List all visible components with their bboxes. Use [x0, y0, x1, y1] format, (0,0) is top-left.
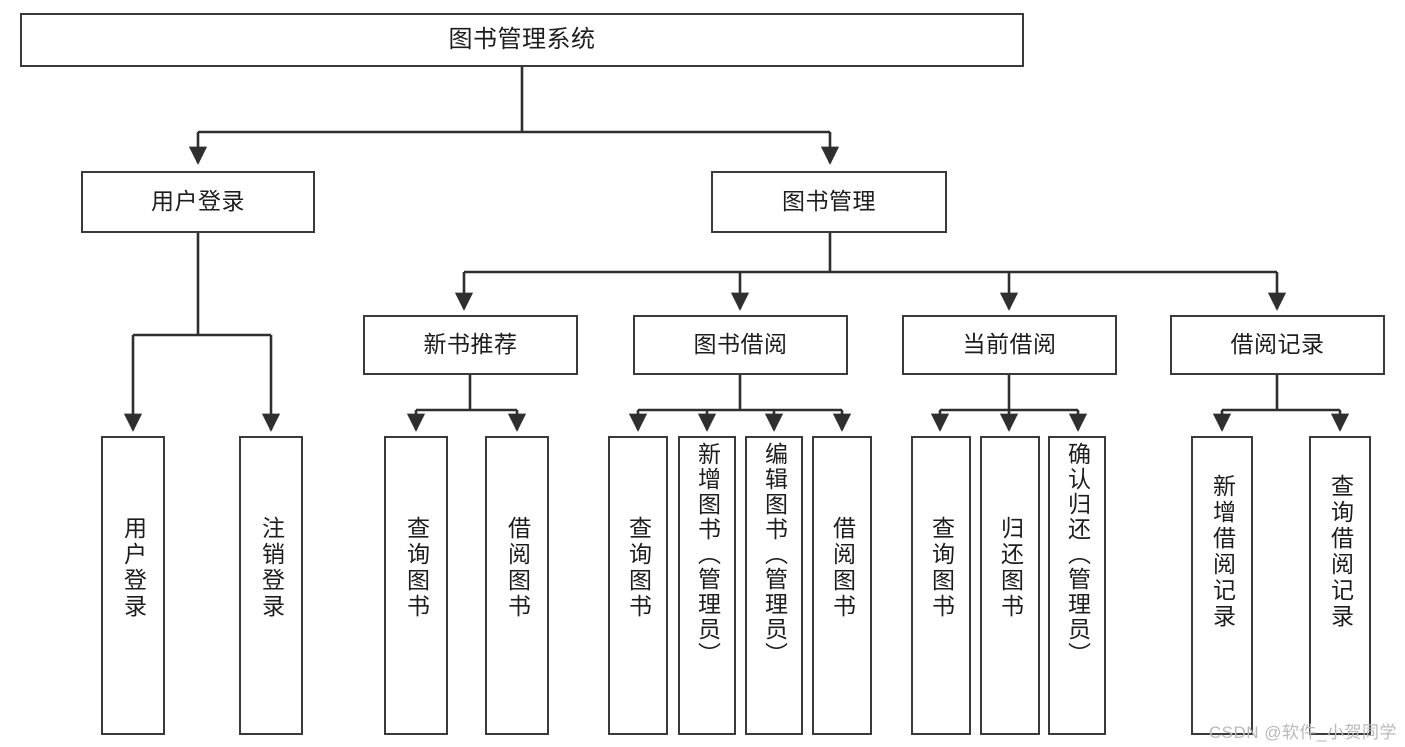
node-label: 图书管理	[782, 188, 876, 215]
node-label: 新书推荐	[423, 331, 518, 358]
node-label: 确认归还（管理员）	[1064, 442, 1091, 667]
leaf-query-book-borrow[interactable]: 查询图书	[608, 436, 668, 735]
node-label: 新增图书（管理员）	[694, 442, 721, 667]
node-label: 查询借阅记录	[1327, 474, 1354, 630]
node-label: 当前借阅	[962, 331, 1057, 358]
node-current-borrow[interactable]: 当前借阅	[902, 315, 1117, 375]
leaf-query-book-new-recommend[interactable]: 查询图书	[384, 436, 448, 735]
node-root-book-management-system[interactable]: 图书管理系统	[20, 13, 1024, 67]
node-label: 归还图书	[997, 516, 1024, 620]
node-label: 注销登录	[258, 516, 285, 620]
node-label: 查询图书	[928, 516, 955, 620]
node-book-management[interactable]: 图书管理	[711, 171, 947, 233]
watermark-text: CSDN @软件_小贺同学	[1208, 723, 1397, 742]
node-label: 新增借阅记录	[1209, 474, 1236, 630]
node-label: 图书借阅	[693, 331, 788, 358]
node-book-borrow[interactable]: 图书借阅	[633, 315, 848, 375]
leaf-borrow-book-borrow[interactable]: 借阅图书	[812, 436, 872, 735]
node-label: 用户登录	[151, 188, 245, 215]
leaf-user-login[interactable]: 用户登录	[101, 436, 165, 735]
node-label: 用户登录	[120, 516, 147, 620]
node-label: 借阅图书	[829, 516, 856, 620]
leaf-confirm-return-admin[interactable]: 确认归还（管理员）	[1048, 436, 1106, 735]
node-new-book-recommend[interactable]: 新书推荐	[363, 315, 578, 375]
node-label: 借阅记录	[1230, 331, 1325, 358]
leaf-query-borrow-record[interactable]: 查询借阅记录	[1309, 436, 1371, 735]
leaf-add-book-admin[interactable]: 新增图书（管理员）	[678, 436, 736, 735]
node-label: 借阅图书	[504, 516, 531, 620]
leaf-return-book[interactable]: 归还图书	[980, 436, 1040, 735]
node-label: 图书管理系统	[448, 25, 596, 53]
node-borrow-record[interactable]: 借阅记录	[1170, 315, 1385, 375]
node-label: 查询图书	[403, 516, 430, 620]
leaf-query-book-current[interactable]: 查询图书	[911, 436, 971, 735]
leaf-borrow-book-new-recommend[interactable]: 借阅图书	[485, 436, 549, 735]
leaf-add-borrow-record[interactable]: 新增借阅记录	[1191, 436, 1253, 735]
leaf-logout-login[interactable]: 注销登录	[239, 436, 303, 735]
node-label: 编辑图书（管理员）	[761, 442, 788, 667]
node-label: 查询图书	[625, 516, 652, 620]
leaf-edit-book-admin[interactable]: 编辑图书（管理员）	[745, 436, 803, 735]
node-user-login[interactable]: 用户登录	[81, 171, 315, 233]
